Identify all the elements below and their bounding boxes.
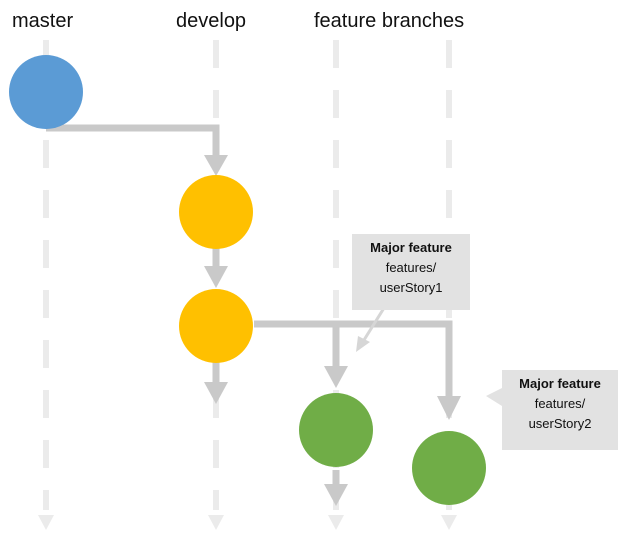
commit-feature-user-story-1 xyxy=(299,393,373,467)
callout-pointer-1 xyxy=(356,307,386,352)
connector-develop-1-to-2 xyxy=(204,248,228,288)
connector-develop-continue xyxy=(204,362,228,404)
callout-title: Major feature xyxy=(519,376,601,391)
commit-master xyxy=(9,55,83,129)
commit-feature-user-story-2 xyxy=(412,431,486,505)
callout-user-story-1: Major feature features/ userStory1 xyxy=(352,234,470,310)
commit-develop-2 xyxy=(179,289,253,363)
callout-line-2: userStory2 xyxy=(528,416,592,431)
callout-title: Major feature xyxy=(370,240,452,255)
callout-line-2: userStory1 xyxy=(379,280,443,295)
lane-feature-1 xyxy=(328,40,344,530)
connector-develop-to-feature xyxy=(254,320,461,420)
callout-line-1: features/ xyxy=(385,260,437,275)
lane-master xyxy=(38,40,54,530)
column-label-develop: develop xyxy=(176,10,247,32)
column-label-feature-branches: feature branches xyxy=(314,10,465,32)
callout-line-1: features/ xyxy=(534,396,586,411)
callout-user-story-2: Major feature features/ userStory2 xyxy=(502,370,618,450)
connector-master-to-develop xyxy=(46,124,228,176)
connector-feature-1-continue xyxy=(324,470,348,506)
callout-pointer-2 xyxy=(486,388,502,406)
column-label-master: master xyxy=(12,10,74,32)
lane-develop xyxy=(208,40,224,530)
commit-develop-1 xyxy=(179,175,253,249)
lane-feature-2 xyxy=(441,40,457,530)
